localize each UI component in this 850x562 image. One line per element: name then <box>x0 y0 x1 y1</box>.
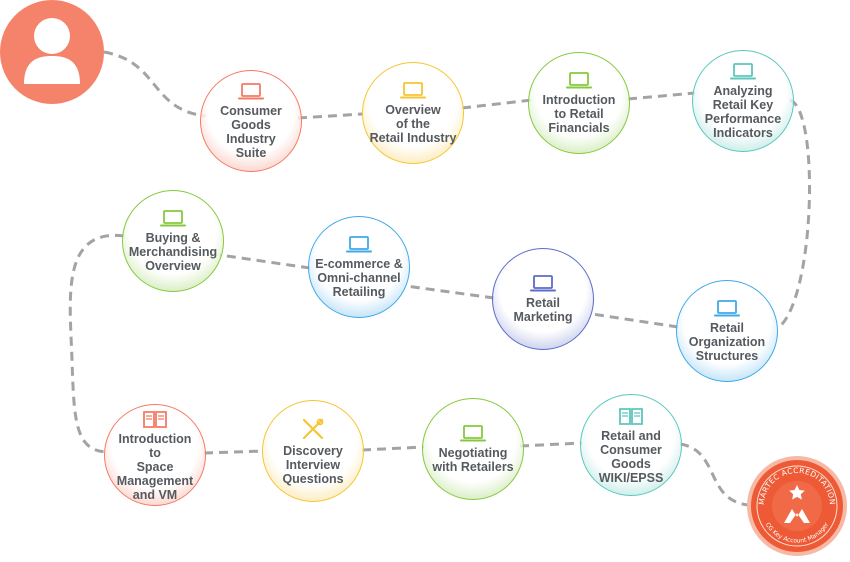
course-node-label: Consumer Goods Industry Suite <box>220 103 282 160</box>
star-icon <box>789 485 805 500</box>
accreditation-badge: MARTEC ACCREDITATION CG Key Account Mana… <box>746 455 848 557</box>
connector-node6-to-node7 <box>405 284 495 300</box>
course-node[interactable]: Introduction to Retail Financials <box>528 52 630 154</box>
connector-node10-to-node11 <box>361 445 425 452</box>
connector-node11-to-node12 <box>519 441 583 448</box>
course-node[interactable]: Overview of the Retail Industry <box>362 62 464 164</box>
connector-avatar-to-node1 <box>103 50 207 118</box>
course-node-label: Discovery Interview Questions <box>282 443 344 486</box>
martec-logo-icon <box>784 509 810 523</box>
course-node-label: Retail Marketing <box>513 295 573 324</box>
course-node-label: Negotiating with Retailers <box>432 445 514 474</box>
laptop-icon <box>460 424 486 441</box>
course-node[interactable]: Retail and Consumer Goods WIKI/EPSS <box>580 394 682 496</box>
laptop-icon <box>566 71 592 88</box>
laptop-icon <box>714 299 740 316</box>
course-node-label: Introduction to Retail Financials <box>542 92 616 135</box>
user-icon <box>24 18 80 84</box>
course-node[interactable]: Introduction to Space Management and VM <box>104 404 206 506</box>
badge-seal: MARTEC ACCREDITATION CG Key Account Mana… <box>747 456 847 556</box>
book-icon <box>619 407 643 425</box>
laptop-icon <box>530 274 556 291</box>
course-node-label: Buying & Merchandising Overview <box>128 230 218 273</box>
connector-node9-to-node10 <box>203 449 265 455</box>
book-icon <box>143 410 167 428</box>
connector-node7-to-node8 <box>219 253 311 270</box>
laptop-icon <box>346 235 372 252</box>
connector-node4-to-node5 <box>777 98 811 330</box>
connector-node12-to-badge <box>679 442 749 507</box>
course-node[interactable]: Analyzing Retail Key Performance Indicat… <box>692 50 794 152</box>
tools-icon <box>302 418 324 439</box>
course-node-label: Overview of the Retail Industry <box>369 102 457 145</box>
user-avatar <box>0 0 104 104</box>
course-node-label: E-commerce & Omni-channel Retailing <box>315 256 403 299</box>
course-node-label: Introduction to Space Management and VM <box>116 431 194 502</box>
connector-node1-to-node2 <box>297 112 363 120</box>
course-node[interactable]: Negotiating with Retailers <box>422 398 524 500</box>
laptop-icon <box>160 209 186 226</box>
connector-node8-to-node9 <box>68 233 125 454</box>
course-node[interactable]: Discovery Interview Questions <box>262 400 364 502</box>
connector-node2-to-node3 <box>461 98 533 110</box>
course-node-label: Retail and Consumer Goods WIKI/EPSS <box>598 428 664 485</box>
laptop-icon <box>730 62 756 79</box>
course-node[interactable]: E-commerce & Omni-channel Retailing <box>308 216 410 318</box>
connector-node3-to-node4 <box>627 91 696 101</box>
course-node[interactable]: Retail Organization Structures <box>676 280 778 382</box>
course-node-label: Retail Organization Structures <box>688 320 766 363</box>
laptop-icon <box>400 81 426 98</box>
course-node-label: Analyzing Retail Key Performance Indicat… <box>704 83 782 140</box>
connector-node5-to-node6 <box>591 312 679 329</box>
laptop-icon <box>238 82 264 99</box>
course-node[interactable]: Buying & Merchandising Overview <box>122 190 224 292</box>
course-node[interactable]: Consumer Goods Industry Suite <box>200 70 302 172</box>
course-node[interactable]: Retail Marketing <box>492 248 594 350</box>
